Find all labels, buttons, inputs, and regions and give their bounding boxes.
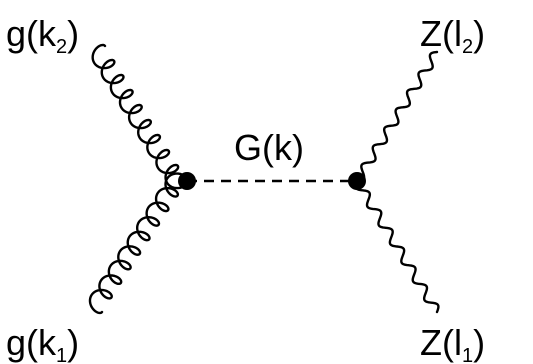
label-gluon-top: g(k2): [6, 13, 79, 58]
right-vertex: [348, 172, 366, 190]
label-gluon-bottom: g(k1): [6, 322, 79, 364]
label-z-bottom: Z(l1): [420, 322, 485, 364]
label-propagator: G(k): [234, 127, 304, 168]
z-boson-line-bottom: [354, 179, 440, 314]
gluon-line-top: [91, 43, 189, 190]
left-vertex: [178, 172, 196, 190]
label-z-top: Z(l2): [420, 13, 485, 58]
gluon-line-bottom: [88, 172, 189, 315]
z-boson-line-top: [355, 50, 439, 183]
